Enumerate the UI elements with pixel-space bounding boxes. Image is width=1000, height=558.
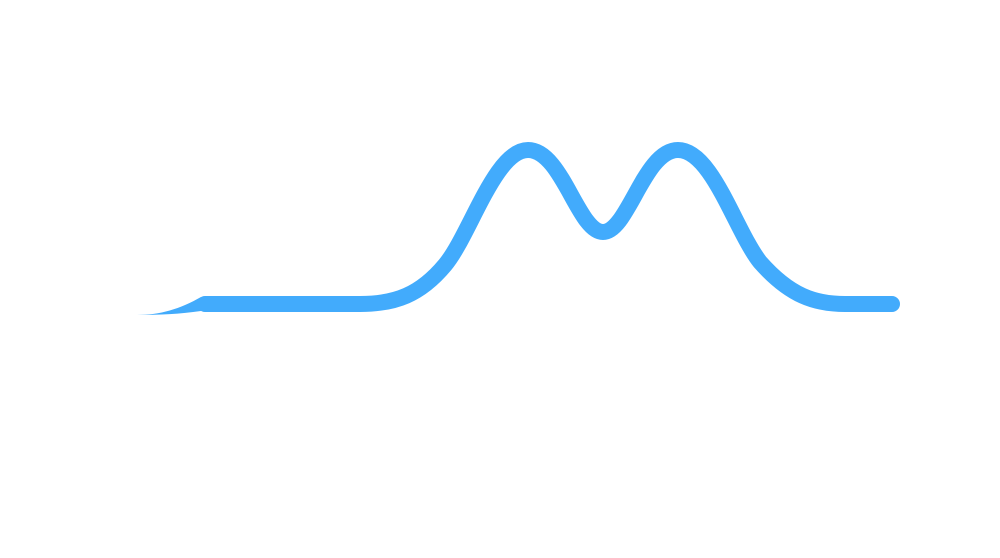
- waveform-line: [197, 142, 900, 312]
- waveform-tail-left: [137, 297, 212, 315]
